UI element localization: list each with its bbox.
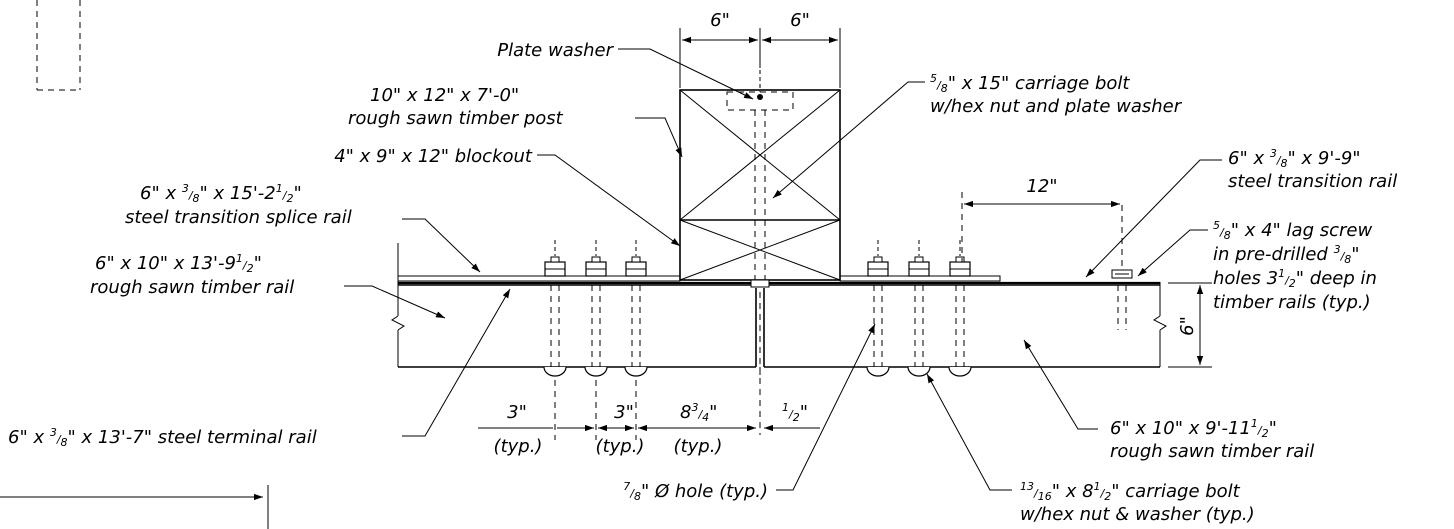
dim-bolt-spacing: 3" 3" 83/4" 1/2" (typ.) (typ.) (typ.) — [478, 380, 820, 457]
rail-bolt — [543, 240, 567, 377]
splice-joint — [750, 279, 770, 435]
dim-typ-b-text: (typ.) — [596, 436, 645, 457]
transition-rail-line2: steel transition rail — [1228, 171, 1397, 192]
lag-line4: timber rails (typ.) — [1213, 292, 1371, 313]
dim-typ-a-text: (typ.) — [494, 436, 543, 457]
post-carriage-bolt — [726, 70, 794, 380]
dim-gap: 1/2" — [782, 401, 808, 424]
timber-left-line1: 6" x 10" x 13'-91/2" — [95, 252, 262, 275]
rail-bolt — [948, 240, 972, 377]
rail-bolt — [624, 240, 648, 377]
lag-line1: 5/8" x 4" lag screw — [1213, 219, 1372, 242]
lag-screw — [1111, 205, 1133, 330]
hole-label: 7/8" Ø hole (typ.) — [623, 480, 768, 503]
lag-line2: in pre-drilled 3/8" — [1213, 243, 1360, 266]
plate-washer-label: Plate washer — [497, 40, 614, 61]
steel-splice-rail — [397, 275, 681, 282]
post-label-line2: rough sawn timber post — [348, 108, 564, 129]
dim-post-halves: 6" 6" — [679, 10, 841, 88]
dim-spacing-a-text: 3" — [507, 402, 527, 423]
dim-typ-c-text: (typ.) — [674, 436, 723, 457]
callouts: Plate washer 10" x 12" x 7'-0" rough saw… — [8, 40, 1397, 525]
splice-rail-line1: 6" x 3/8" x 15'-21/2" — [140, 182, 302, 205]
dim-post-right-text: 6" — [790, 10, 810, 31]
post-bolt-line1: 5/8" x 15" carriage bolt — [930, 72, 1130, 95]
dim-lag-offset-text: 12" — [1026, 176, 1057, 197]
rail-bolt — [907, 240, 931, 377]
rail-bolt-line1: 13/16" x 81/2" carriage bolt — [1020, 480, 1241, 503]
dim-spacing-c: 83/4" — [680, 401, 717, 424]
leaders — [344, 48, 1222, 491]
transition-rail-line1: 6" x 3/8" x 9'-9" — [1228, 147, 1361, 170]
rail-bolt — [584, 240, 608, 377]
rail-bolt-line2: w/hex nut & washer (typ.) — [1020, 504, 1255, 525]
dim-post-left-text: 6" — [710, 10, 730, 31]
splice-rail-line2: steel transition splice rail — [125, 207, 352, 228]
timber-right-line1: 6" x 10" x 9'-111/2" — [1110, 417, 1277, 440]
rail-bolt — [866, 240, 890, 377]
terminal-rail-label: 6" x 3/8" x 13'-7" steel terminal rail — [8, 426, 317, 449]
timber-rail-left — [391, 243, 757, 368]
dim-rail-depth: 6" — [1168, 282, 1212, 368]
post-label-line1: 10" x 12" x 7'-0" — [370, 85, 519, 106]
dim-lag-offset: 12" — [961, 176, 1120, 262]
timber-left-line2: rough sawn timber rail — [90, 277, 294, 298]
rail-bolts — [543, 240, 972, 377]
dim-rail-depth-text: 6" — [1177, 316, 1198, 336]
timber-post — [679, 89, 841, 281]
timber-right-line2: rough sawn timber rail — [1110, 441, 1314, 462]
partial-dimension-line — [0, 485, 269, 529]
blockout-label: 4" x 9" x 12" blockout — [334, 146, 533, 167]
post-bolt-line2: w/hex nut and plate washer — [930, 96, 1183, 117]
timber-rail-right — [763, 282, 1167, 368]
blockout — [679, 219, 841, 281]
lag-line3: holes 31/2" deep in — [1213, 267, 1377, 290]
partial-dashed-outline — [36, 0, 81, 91]
dim-spacing-b-text: 3" — [614, 402, 634, 423]
